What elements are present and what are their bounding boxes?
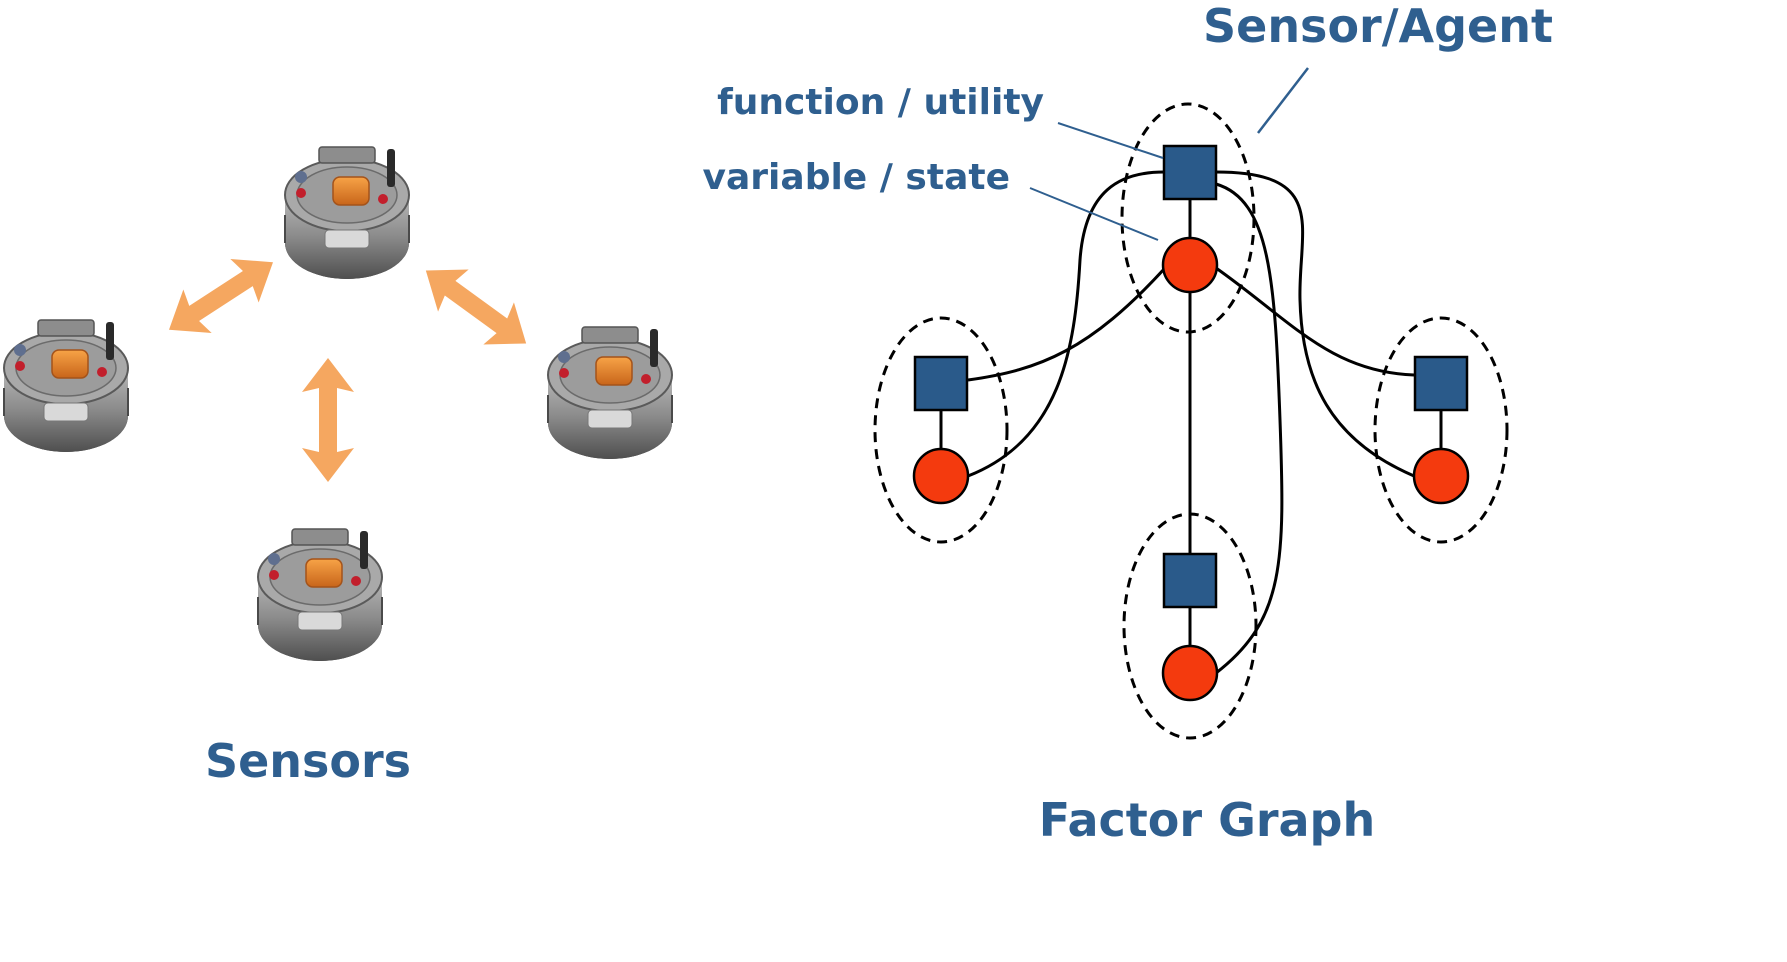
variable-node-bottom <box>1161 644 1219 702</box>
sensor-device-bottom <box>257 528 383 662</box>
sensor-device-right <box>547 326 673 460</box>
pointer-variable-state <box>1029 187 1159 241</box>
agent-boundary-left <box>873 316 1009 544</box>
factor-node-right <box>1413 355 1469 412</box>
function-utility-label: function / utility <box>717 82 1044 123</box>
link-arrow-vertical <box>302 358 354 482</box>
link-arrow-top-right <box>410 249 542 365</box>
factor-graph <box>873 102 1509 740</box>
variable-node-left <box>912 447 970 505</box>
variable-node-right <box>1412 447 1470 505</box>
edge-topfactor-bottomvar <box>1215 182 1284 675</box>
factor-node-top <box>1162 144 1218 201</box>
link-arrow-top-left <box>154 240 288 352</box>
graph-edges <box>939 170 1443 675</box>
sensor-network <box>3 146 673 662</box>
edge-topvar-rightfactor <box>1215 266 1415 377</box>
agent-boundary-top <box>1120 102 1256 334</box>
edge-topfactor-leftvar <box>967 170 1165 478</box>
factor-graph-caption: Factor Graph <box>1039 793 1376 847</box>
sensor-device-top <box>284 146 410 280</box>
variable-node-top <box>1161 236 1219 294</box>
edge-leftfactor-topvar <box>967 266 1167 382</box>
sensor-device-left <box>3 319 129 453</box>
sensor-agent-label: Sensor/Agent <box>1203 0 1553 53</box>
pointer-sensor-agent <box>1257 67 1309 134</box>
factor-node-bottom <box>1162 552 1218 609</box>
pointer-function-utility <box>1057 122 1164 159</box>
agent-boundary-right <box>1373 316 1509 544</box>
variable-state-label: variable / state <box>703 157 1010 198</box>
factor-node-left <box>913 355 969 412</box>
sensors-caption: Sensors <box>205 734 411 788</box>
edge-topfactor-rightvar <box>1215 170 1415 478</box>
